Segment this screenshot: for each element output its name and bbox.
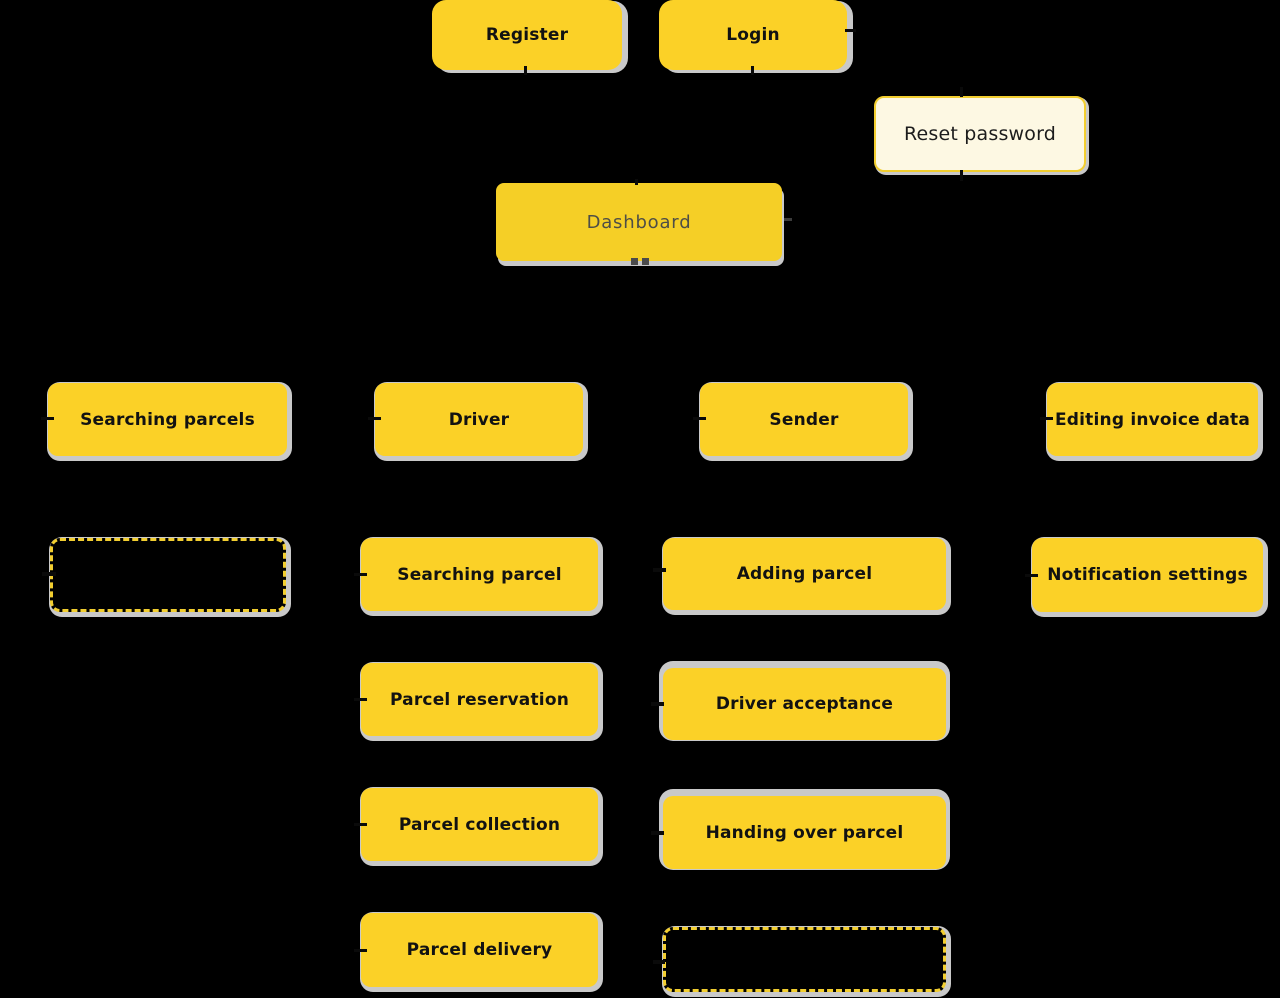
connector-stub-dashboard-bottom-1 bbox=[631, 258, 638, 265]
node-driver[interactable]: Driver bbox=[375, 383, 583, 456]
node-login[interactable]: Login bbox=[659, 0, 847, 70]
connector-stub-placeholder2-left bbox=[653, 960, 665, 964]
node-adding-parcel[interactable]: Adding parcel bbox=[663, 538, 946, 610]
connector-stub-searching-parcel-left bbox=[354, 573, 367, 576]
node-sender[interactable]: Sender bbox=[700, 383, 908, 456]
connector-stub-adding-parcel-left bbox=[653, 568, 666, 572]
node-dashboard[interactable]: Dashboard bbox=[496, 183, 782, 261]
node-driver-acceptance[interactable]: Driver acceptance bbox=[663, 668, 946, 740]
node-parcel-collection[interactable]: Parcel collection bbox=[361, 788, 598, 861]
node-searching-parcel[interactable]: Searching parcel bbox=[361, 538, 598, 611]
node-notification-settings[interactable]: Notification settings bbox=[1032, 538, 1263, 612]
node-empty-placeholder-1[interactable] bbox=[50, 538, 286, 612]
node-parcel-delivery[interactable]: Parcel delivery bbox=[361, 913, 598, 987]
connector-stub-reset-top bbox=[960, 87, 963, 97]
connector-stub-handing-over-left bbox=[651, 831, 664, 835]
node-searching-parcels[interactable]: Searching parcels bbox=[48, 383, 287, 456]
node-empty-placeholder-2[interactable] bbox=[663, 927, 946, 992]
connector-stub-placeholder1-left bbox=[42, 572, 56, 576]
connector-stub-parcel-collection-left bbox=[354, 823, 367, 826]
connector-stub-sender-left bbox=[693, 417, 706, 420]
connector-stub-parcel-delivery-left bbox=[354, 949, 367, 952]
connector-stub-register-bottom bbox=[524, 66, 527, 75]
node-editing-invoice-data[interactable]: Editing invoice data bbox=[1047, 383, 1258, 456]
connector-stub-dashboard-bottom-2 bbox=[642, 258, 649, 265]
connector-stub-notification-left bbox=[1025, 574, 1038, 577]
connector-stub-dashboard-top bbox=[635, 179, 638, 185]
connector-stub-searching-parcels-left bbox=[41, 417, 54, 420]
node-parcel-reservation[interactable]: Parcel reservation bbox=[361, 663, 598, 736]
connector-stub-editing-invoice-left bbox=[1040, 417, 1053, 420]
connector-stub-driver-left bbox=[368, 417, 381, 420]
connector-stub-reset-bottom bbox=[960, 170, 963, 181]
node-register[interactable]: Register bbox=[432, 0, 622, 70]
node-handing-over-parcel[interactable]: Handing over parcel bbox=[663, 796, 946, 869]
connector-stub-parcel-reservation-left bbox=[354, 698, 367, 701]
connector-stub-login-bottom bbox=[751, 66, 754, 75]
connector-stub-login-right bbox=[845, 29, 856, 32]
connector-stub-dashboard-right bbox=[784, 218, 792, 221]
connector-stub-driver-acceptance-left bbox=[651, 702, 664, 706]
node-reset-password[interactable]: Reset password bbox=[874, 96, 1086, 172]
